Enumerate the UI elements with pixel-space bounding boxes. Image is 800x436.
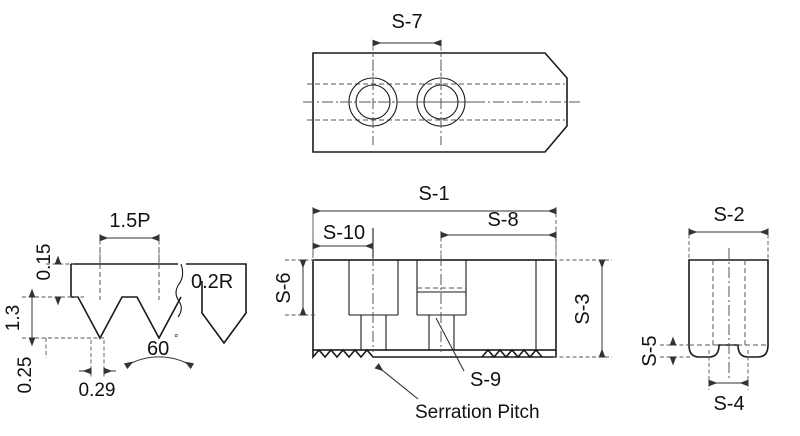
top-view: S-7 <box>303 11 580 153</box>
dimension-s6-label: S-6 <box>273 272 295 303</box>
dimension-s7-label: S-7 <box>391 11 422 33</box>
serration-break-line <box>175 263 184 318</box>
dimension-s5: S-5 <box>639 335 692 367</box>
serration-detail-view: 1.5P 0.15 1.3 0.25 0.29 0.2 <box>3 210 247 401</box>
dimension-s1-label: S-1 <box>418 183 449 205</box>
dimension-0-29-label: 0.29 <box>79 380 116 401</box>
dimension-angle-60-label: 60 <box>147 338 169 360</box>
serration-tooth-profile <box>71 296 182 340</box>
dimension-0-15-label: 0.15 <box>34 244 55 281</box>
dimension-s1: S-1 <box>312 183 557 258</box>
dimension-angle-60-degree-symbol: ° <box>174 333 178 345</box>
front-view: S-1 S-8 S-10 S-6 S-3 <box>273 183 612 423</box>
front-view-body-outline <box>312 259 557 351</box>
side-view: S-2 S-5 S-4 <box>639 204 769 415</box>
dimension-s10: S-10 <box>312 211 374 258</box>
dimension-0-25: 0.25 <box>15 338 47 394</box>
dimension-s7: S-7 <box>372 11 442 80</box>
dimension-1-3: 1.3 <box>3 288 36 347</box>
dimension-s4-label: S-4 <box>713 393 744 415</box>
dimension-s5-label: S-5 <box>639 335 661 366</box>
dimension-s6: S-6 <box>273 259 316 316</box>
dimension-0-29: 0.29 <box>79 340 116 401</box>
dimension-s2: S-2 <box>688 204 769 258</box>
dimension-s3: S-3 <box>553 259 612 358</box>
dimension-s10-label: S-10 <box>323 222 365 244</box>
dimension-pitch-label: 1.5P <box>109 210 150 232</box>
leader-s9-label: S-9 <box>470 369 501 391</box>
front-view-serration-band <box>312 348 557 360</box>
front-view-counterbore-2 <box>416 255 467 352</box>
dimension-pitch-1-5p: 1.5P <box>99 210 160 268</box>
dimension-0-25-label: 0.25 <box>15 357 36 394</box>
serration-end-tooth <box>186 263 247 345</box>
leader-s9: S-9 <box>435 317 501 391</box>
leader-serration-pitch: Serration Pitch <box>374 363 540 423</box>
dimension-s8-label: S-8 <box>487 209 518 231</box>
dimension-angle-60: 60 ° <box>123 333 195 370</box>
leader-serration-pitch-label: Serration Pitch <box>415 402 540 423</box>
dimension-0-2r-label: 0.2R <box>191 271 233 293</box>
front-view-counterbore-1 <box>348 255 399 352</box>
dimension-s8: S-8 <box>440 209 557 262</box>
dimension-0-15: 0.15 <box>34 244 62 306</box>
dimension-s4: S-4 <box>708 350 749 415</box>
dimension-s2-label: S-2 <box>713 204 744 226</box>
dimension-1-3-label: 1.3 <box>3 305 24 331</box>
dimension-s3-label: S-3 <box>572 293 594 324</box>
top-view-outline <box>312 52 568 153</box>
